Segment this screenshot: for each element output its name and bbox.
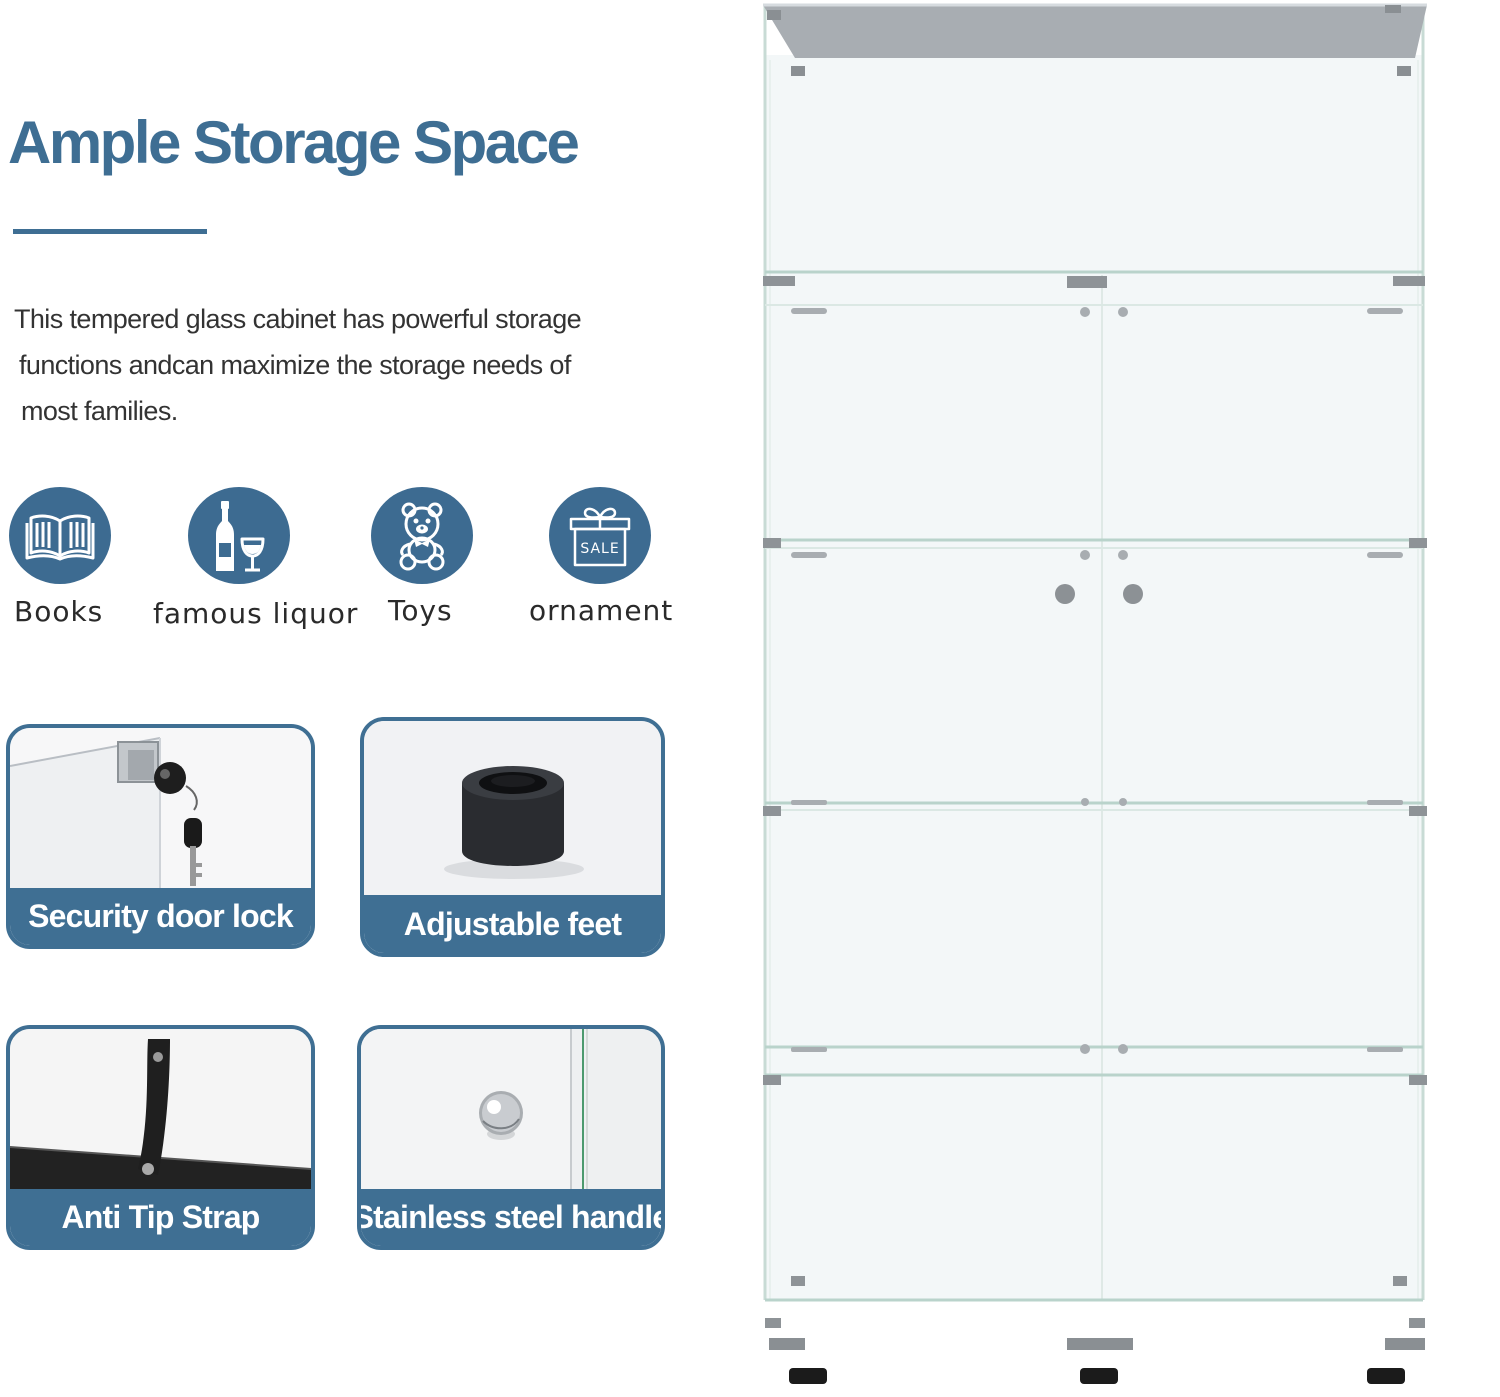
category-label-toys: Toys bbox=[388, 594, 453, 627]
feature-label-security-door-lock: Security door lock bbox=[10, 888, 311, 945]
glass-cabinet-image bbox=[755, 0, 1445, 1397]
page-title: Ample Storage Space bbox=[8, 109, 580, 176]
description-line-1: This tempered glass cabinet has powerful… bbox=[14, 304, 582, 334]
feature-label-stainless-steel-handle: Stainless steel handle bbox=[361, 1189, 661, 1246]
description-line-3: most families. bbox=[21, 396, 178, 426]
sale-gift-box-icon: SALE bbox=[549, 487, 651, 584]
anti-tip-strap-photo bbox=[10, 1029, 311, 1197]
title-underline bbox=[13, 229, 207, 234]
category-label-books: Books bbox=[14, 595, 104, 628]
feature-card-anti-tip-strap: Anti Tip Strap bbox=[6, 1025, 315, 1250]
open-book-icon bbox=[9, 487, 111, 584]
feature-card-security-door-lock: Security door lock bbox=[6, 724, 315, 949]
feature-label-adjustable-feet: Adjustable feet bbox=[364, 895, 661, 953]
sale-text: SALE bbox=[580, 541, 619, 557]
feature-card-adjustable-feet: Adjustable feet bbox=[360, 717, 665, 957]
description-text: This tempered glass cabinet has powerful… bbox=[14, 296, 674, 434]
feature-label-anti-tip-strap: Anti Tip Strap bbox=[10, 1189, 311, 1246]
adjustable-foot-photo bbox=[364, 721, 661, 899]
category-label-famous-liquor: famous liquor bbox=[153, 597, 359, 630]
feature-card-stainless-steel-handle: Stainless steel handle bbox=[357, 1025, 665, 1250]
teddy-bear-icon bbox=[371, 487, 473, 584]
wine-bottle-glass-icon bbox=[188, 487, 290, 584]
door-lock-photo bbox=[10, 728, 311, 896]
category-label-ornament: ornament bbox=[529, 594, 674, 627]
description-line-2: functions andcan maximize the storage ne… bbox=[19, 350, 571, 380]
stainless-handle-photo bbox=[361, 1029, 661, 1197]
